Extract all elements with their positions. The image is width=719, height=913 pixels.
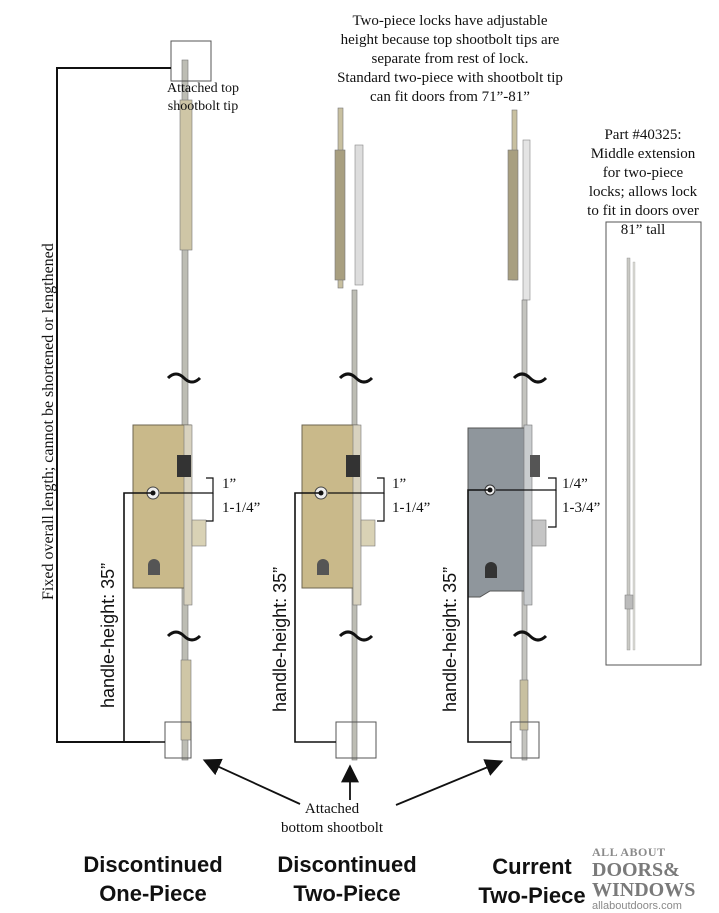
lock1-lower-bar — [180, 659, 192, 741]
lock1-measure-b: 1-1/4” — [222, 500, 261, 516]
lock3-measure-a: 1/4” — [562, 476, 588, 492]
lock-two-piece-old — [301, 107, 376, 761]
lock1-bottom-box — [164, 721, 192, 759]
lock3-deadbolt — [530, 455, 540, 477]
lock1-break-bottom — [166, 630, 202, 642]
lock1-measure-bracket — [160, 477, 214, 494]
lock3-top-bar — [507, 149, 519, 281]
arrow-to-lock3 — [395, 759, 504, 806]
part-note-line: to fit in doors over — [587, 203, 699, 219]
lock3-title: Current Two-Piece — [452, 852, 612, 910]
lock1-latch — [191, 519, 207, 547]
lock2-break-bottom — [338, 630, 374, 642]
part-note-line: Part #40325: — [604, 127, 682, 143]
lock3-measure-bracket — [496, 477, 557, 491]
lock2-gearbox — [301, 424, 359, 589]
two-piece-note: Two-piece locks have adjustable height b… — [300, 12, 600, 107]
part-note-line: 81” tall — [620, 222, 666, 238]
lock3-cylinder-hole — [485, 562, 497, 578]
two-piece-note-line: separate from rest of lock. — [371, 51, 529, 67]
attached-bottom-line: bottom shootbolt — [280, 820, 384, 836]
two-piece-note-line: Two-piece locks have adjustable — [352, 13, 548, 29]
attached-bottom-label: Attached bottom shootbolt — [262, 800, 402, 838]
lock2-measure-bracket — [328, 477, 385, 494]
lock2-break-top — [338, 372, 374, 384]
lock1-measure-a: 1” — [222, 476, 237, 492]
lock1-gearbox — [132, 424, 192, 589]
lock3-break-top — [512, 372, 548, 384]
lock3-faceplate — [523, 424, 533, 606]
lock2-latch — [360, 519, 376, 547]
lock2-handle-height-label: handle-height: 35” — [270, 566, 290, 712]
lock3-measure-b: 1-3/4” — [562, 500, 601, 516]
attached-bottom-line: Attached — [304, 801, 360, 817]
logo-line3: WINDOWS — [592, 879, 696, 901]
lock1-faceplate — [183, 424, 193, 606]
lock1-cylinder-hole — [148, 559, 160, 575]
lock2-title-line: Discontinued — [277, 852, 417, 877]
lock2-top-bar — [334, 149, 346, 281]
lock1-handle-bracket — [123, 492, 165, 743]
attached-top-line: shootbolt tip — [167, 99, 239, 114]
lock1-top-box — [170, 40, 212, 82]
arrow-to-lock1 — [202, 758, 301, 805]
lock3-latch — [531, 519, 547, 547]
two-piece-note-line: can fit doors from 71”-81” — [370, 89, 530, 105]
lock1-top-bar — [179, 99, 193, 251]
logo-line2: DOORS& — [592, 859, 680, 881]
lock2-measure-b: 1-1/4” — [392, 500, 431, 516]
lock3-handle-bracket — [467, 489, 511, 743]
lock2-bottom-box — [335, 721, 377, 759]
attached-top-label: Attached top shootbolt tip — [148, 80, 258, 116]
lock3-top-spring — [522, 139, 531, 301]
lock2-handle-bracket — [294, 492, 336, 743]
lock3-handle-height-label: handle-height: 35” — [440, 566, 460, 712]
lock3-gearbox — [467, 427, 531, 598]
lock2-deadbolt — [346, 455, 360, 477]
brand-logo: ALL ABOUT DOORS& WINDOWS allaboutdoors.c… — [592, 845, 716, 912]
fixed-length-bracket — [56, 67, 171, 743]
lock3-title-line: Current — [492, 854, 572, 879]
lock-two-piece-current — [467, 109, 547, 761]
lock1-break-top — [166, 372, 202, 384]
lock2-measure-a: 1” — [392, 476, 407, 492]
part-40325-extension — [624, 257, 636, 651]
lock1-deadbolt — [177, 455, 191, 477]
logo-line1: ALL ABOUT — [592, 845, 666, 859]
part-note-line: locks; allows lock — [588, 184, 698, 200]
logo-url: allaboutdoors.com — [592, 900, 682, 912]
lock3-bottom-box — [510, 721, 540, 759]
part-40325-box — [605, 221, 702, 666]
lock3-break-bottom — [512, 630, 548, 642]
part-40325-note: Part #40325: Middle extension for two-pi… — [568, 126, 718, 240]
attached-top-line: Attached top — [167, 81, 239, 96]
lock2-top-gear — [354, 144, 364, 286]
lock1-title-line: One-Piece — [99, 881, 207, 906]
part-note-line: for two-piece — [602, 165, 684, 181]
lock-one-piece — [132, 59, 207, 761]
fixed-length-label: Fixed overall length; cannot be shortene… — [40, 243, 57, 600]
part-note-line: Middle extension — [590, 146, 696, 162]
two-piece-note-line: height because top shootbolt tips are — [340, 32, 560, 48]
lock2-title-line: Two-Piece — [293, 881, 401, 906]
lock2-title: Discontinued Two-Piece — [262, 850, 432, 908]
lock3-lower-bar — [519, 679, 529, 731]
lock1-title: Discontinued One-Piece — [68, 850, 238, 908]
lock1-handle-height-label: handle-height: 35” — [98, 562, 118, 708]
lock2-faceplate — [352, 424, 362, 606]
lock3-title-line: Two-Piece — [478, 883, 586, 908]
two-piece-note-line: Standard two-piece with shootbolt tip — [337, 70, 563, 86]
lock1-title-line: Discontinued — [83, 852, 223, 877]
lock2-cylinder-hole — [317, 559, 329, 575]
lock1-rod — [181, 59, 189, 761]
